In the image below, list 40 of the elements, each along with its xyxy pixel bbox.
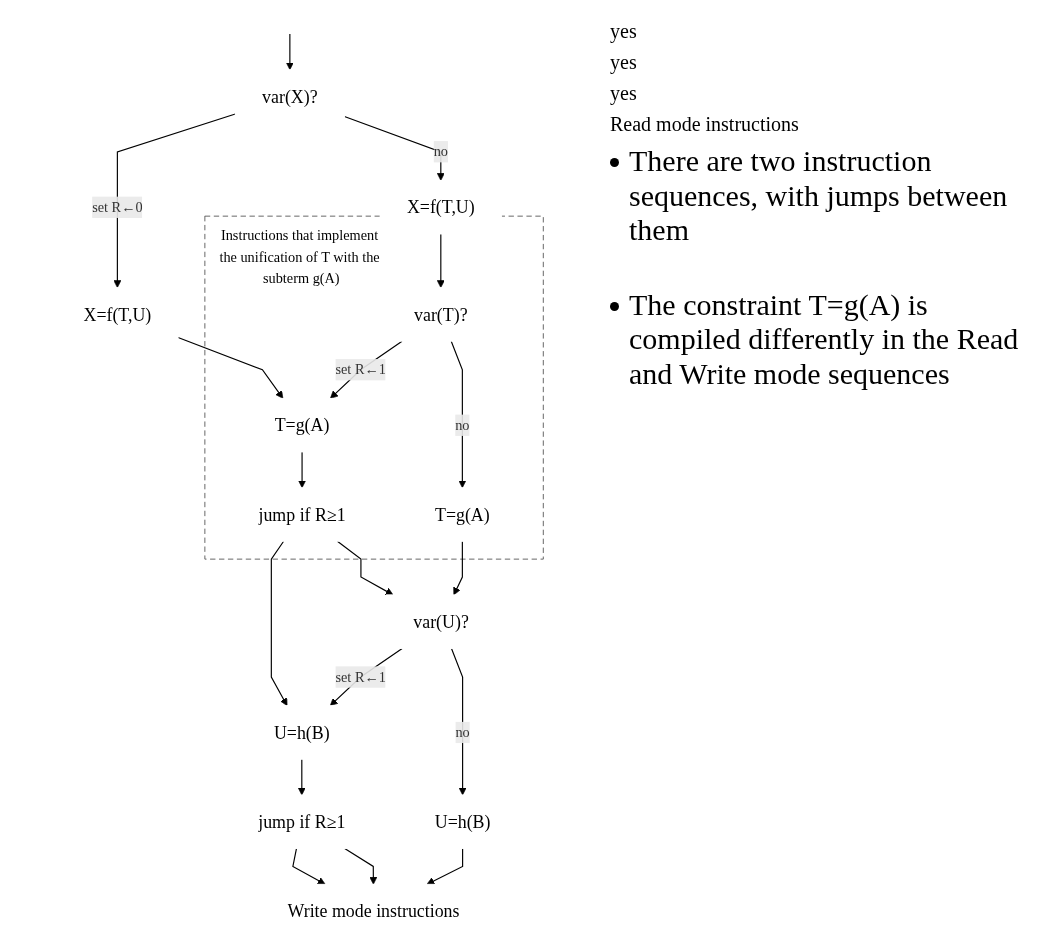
edge-label: no bbox=[455, 724, 470, 740]
annotation-text: yes bbox=[610, 82, 638, 105]
node-text: jump if R≥1 bbox=[258, 504, 346, 525]
node-text: var(U)? bbox=[413, 611, 469, 632]
bullet-note: The constraint T=g(A) is compiled differently in the Read and Write mode sequences bbox=[629, 287, 1020, 391]
node-text: T=g(A) bbox=[274, 415, 330, 435]
arrow bbox=[436, 233, 445, 288]
node-text: Write mode instructions bbox=[287, 901, 460, 921]
edge-label: no bbox=[433, 143, 448, 159]
arrow bbox=[329, 647, 403, 706]
arrow bbox=[336, 540, 394, 596]
arrow bbox=[343, 115, 445, 181]
arrow bbox=[330, 340, 403, 399]
annotation-text: yes bbox=[610, 51, 638, 74]
node-text: var(X)? bbox=[262, 86, 318, 107]
annotation-text: yes bbox=[610, 20, 638, 43]
node-text: jump if R≥1 bbox=[258, 811, 346, 832]
arrow bbox=[177, 337, 284, 399]
arrow bbox=[270, 540, 288, 706]
node-text: var(T)? bbox=[414, 304, 468, 325]
annotation-text: Read mode instructions bbox=[610, 113, 800, 136]
arrow bbox=[292, 847, 326, 885]
arrow bbox=[344, 847, 378, 885]
arrow bbox=[297, 758, 306, 796]
edge-label: set R←1 bbox=[335, 361, 386, 377]
node-text: T=g(A) bbox=[435, 504, 490, 525]
arrow bbox=[453, 540, 463, 596]
node-text: X=f(T,U) bbox=[83, 304, 152, 325]
arrow bbox=[285, 33, 294, 71]
bullet-note: There are two instruction sequences, with jumps between them bbox=[629, 144, 1009, 248]
arrow bbox=[298, 451, 306, 489]
edge-label: set R←1 bbox=[335, 669, 386, 685]
arrow bbox=[450, 647, 467, 796]
edge-label: no bbox=[455, 417, 470, 433]
node-text: U=h(B) bbox=[273, 722, 330, 743]
edge-label: set R←0 bbox=[92, 199, 143, 215]
arrow bbox=[450, 340, 467, 489]
arrow bbox=[113, 113, 236, 288]
node-text: U=h(B) bbox=[434, 811, 491, 832]
arrow bbox=[426, 847, 464, 885]
